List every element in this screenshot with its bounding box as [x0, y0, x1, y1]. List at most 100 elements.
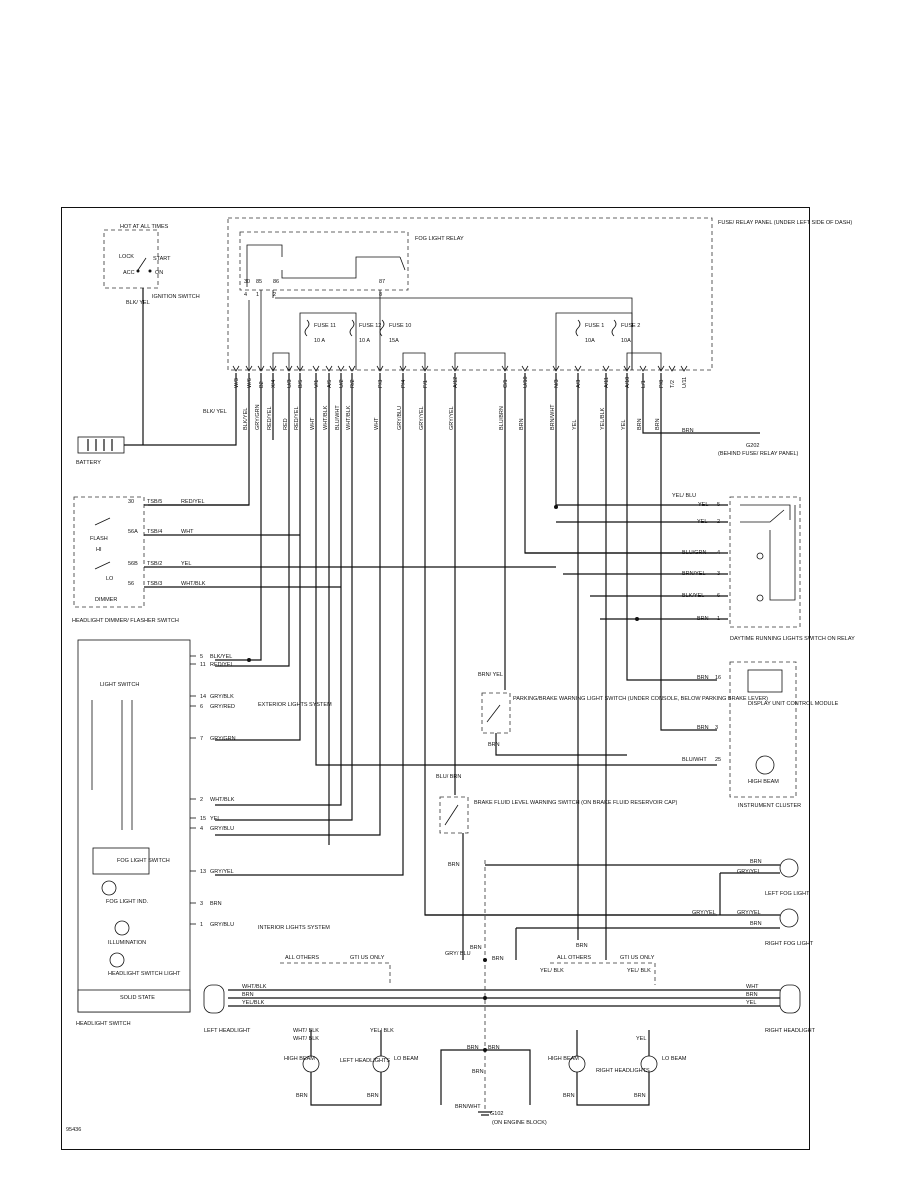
terminal-arrow — [657, 365, 665, 372]
fuse-wire-label: BLU/BRN — [499, 406, 505, 430]
headlights: LEFT HEADLIGHT RIGHT HEADLIGHT ALL OTHER… — [203, 955, 816, 1106]
hs-wire: GRY/BLU — [210, 826, 234, 832]
hs-light-switch: LIGHT SWITCH — [100, 682, 139, 688]
battery: BATTERY BLK/ YEL — [76, 409, 227, 466]
terminal-label: X/4 — [271, 380, 277, 388]
hs-pin: 4 — [200, 826, 203, 832]
terminal-label: A/10 — [625, 377, 631, 388]
g202-location: (BEHIND FUSE/ RELAY PANEL) — [718, 451, 799, 457]
hl-gti-left: GTI US ONLY — [350, 955, 385, 961]
hl-right-group: RIGHT HEADLIGHTS — [596, 1068, 650, 1074]
left-fog-name: LEFT FOG LIGHT — [765, 891, 810, 897]
terminal-arrow — [296, 365, 304, 372]
hs-pin: 14 — [200, 694, 206, 700]
dimmer-tsb: TSB/4 — [147, 529, 162, 535]
terminal-label: W/6 — [247, 378, 253, 388]
fuse-wire-label: BRN — [519, 418, 525, 430]
relay-pin: 85 — [256, 279, 262, 285]
right-fog-name: RIGHT FOG LIGHT — [765, 941, 814, 947]
brake-fluid-label: BRAKE FLUID LEVEL WARNING SWITCH (ON BRA… — [474, 800, 677, 806]
hl-high-beam-left: HIGH BEAM — [284, 1056, 315, 1062]
fuse-wire-label: YEL — [572, 420, 578, 430]
g202-name: G202 — [746, 443, 759, 449]
hl-side-left: WHT/ BLK — [293, 1036, 319, 1042]
hl-high-beam-right: HIGH BEAM — [548, 1056, 579, 1062]
fuse-wire-label: BRN — [637, 418, 643, 430]
fuse-wire-label: GRY/BLU — [397, 406, 403, 430]
hl-right-wire: BRN — [746, 992, 758, 998]
fuse-wire-label: BRN/WHT — [550, 404, 556, 430]
terminal-label: C/1 — [503, 379, 509, 388]
hl-left-wire: WHT/BLK — [242, 984, 267, 990]
hl-lo-beam-right: LO BEAM — [662, 1056, 687, 1062]
relay-pin: 1 — [256, 292, 259, 298]
terminal-label: P/3 — [378, 380, 384, 388]
right-fog-wire-brn: BRN — [750, 921, 762, 927]
hl-left-wire: YEL/BLK — [242, 1000, 265, 1006]
terminal-arrow — [312, 365, 320, 372]
relay-pin: 8 — [379, 292, 382, 298]
hs-wire: YEL — [210, 816, 220, 822]
hs-fog-switch: FOG LIGHT SWITCH — [117, 858, 170, 864]
hs-pin: 7 — [200, 736, 203, 742]
figure-id: 95436 — [66, 1127, 81, 1133]
ignition-switch: HOT AT ALL TIMES LOCK START ACC ON IGNIT… — [103, 224, 200, 445]
fuse-rating: 10A — [621, 338, 631, 344]
right-fog-wire-gry: GRY/YEL — [737, 910, 761, 916]
hs-pin: 13 — [200, 869, 206, 875]
terminal-label: U/3 — [287, 379, 293, 388]
terminal-arrow — [451, 365, 459, 372]
fuse-relay-panel: FUSE/ RELAY PANEL (UNDER LEFT SIDE OF DA… — [227, 217, 852, 430]
dimmer-pin: 30 — [128, 499, 134, 505]
battery-wire: BLK/ YEL — [203, 409, 227, 415]
hl-side-left: YEL/ BLK — [370, 1028, 394, 1034]
ignition-on: ON — [155, 270, 163, 276]
terminal-arrow — [232, 365, 240, 372]
dimmer-wire: WHT/BLK — [181, 581, 206, 587]
hs-wire: BLK/YEL — [210, 654, 232, 660]
g102-branch-wire: BRN — [576, 943, 588, 949]
ignition-start: START — [153, 256, 171, 262]
ignition-lock: LOCK — [119, 254, 134, 260]
cluster-pin: 25 — [715, 757, 721, 763]
drl-name: DAYTIME RUNNING LIGHTS SWITCH ON RELAY — [730, 636, 855, 642]
terminal-arrow — [602, 365, 610, 372]
battery-name: BATTERY — [76, 460, 101, 466]
hs-illumination: ILLUMINATION — [108, 940, 146, 946]
brake-fluid-wire-in: BLU/ BRN — [436, 774, 461, 780]
terminal-arrow — [257, 365, 265, 372]
fuse-panel-label: FUSE/ RELAY PANEL (UNDER LEFT SIDE OF DA… — [718, 220, 852, 226]
terminal-label: N/3 — [554, 379, 560, 388]
diagram-frame — [61, 207, 810, 1150]
relay-pin: 30 — [244, 279, 250, 285]
hl-bottom-wire: BRN — [563, 1093, 575, 1099]
fuse-wire-label: YEL — [621, 420, 627, 430]
hs-wire: GRY/RED — [210, 704, 235, 710]
cluster-name: INSTRUMENT CLUSTER — [738, 803, 801, 809]
terminal-arrow — [285, 365, 293, 372]
fuse-name: FUSE 2 — [621, 323, 640, 329]
dimmer-lo: LO — [106, 576, 114, 582]
hs-solid-state: SOLID STATE — [120, 995, 155, 1001]
terminal-label: W/3 — [234, 378, 240, 388]
hs-wire: GRY/GRN — [210, 736, 236, 742]
dimmer-pin: 56A — [128, 529, 138, 535]
parking-brake-label: PARKING/BRAKE WARNING LIGHT SWITCH (UNDE… — [513, 696, 768, 702]
ignition-title: HOT AT ALL TIMES — [120, 224, 169, 230]
cluster-pin: 16 — [715, 675, 721, 681]
fog-gry-junction: GRY/YEL — [692, 910, 716, 916]
fuse-wire-label: RED — [283, 418, 289, 430]
fog-relay-label: FOG LIGHT RELAY — [415, 236, 464, 242]
fuse-symbol — [611, 319, 617, 337]
hl-left-group: LEFT HEADLIGHTS — [340, 1058, 390, 1064]
headlight-switch: SOLID STATE HEADLIGHT SWITCH LIGHT SWITC… — [76, 639, 332, 1027]
terminal-label: L/1 — [641, 380, 647, 388]
fuse-symbol — [575, 319, 581, 337]
terminal-label: P/8 — [659, 380, 665, 388]
g102-branch-wire: BRN — [472, 1069, 484, 1075]
dimmer-pin: 56B — [128, 561, 138, 567]
left-headlight-name: LEFT HEADLIGHT — [204, 1028, 251, 1034]
hl-bottom-wire: BRN — [634, 1093, 646, 1099]
